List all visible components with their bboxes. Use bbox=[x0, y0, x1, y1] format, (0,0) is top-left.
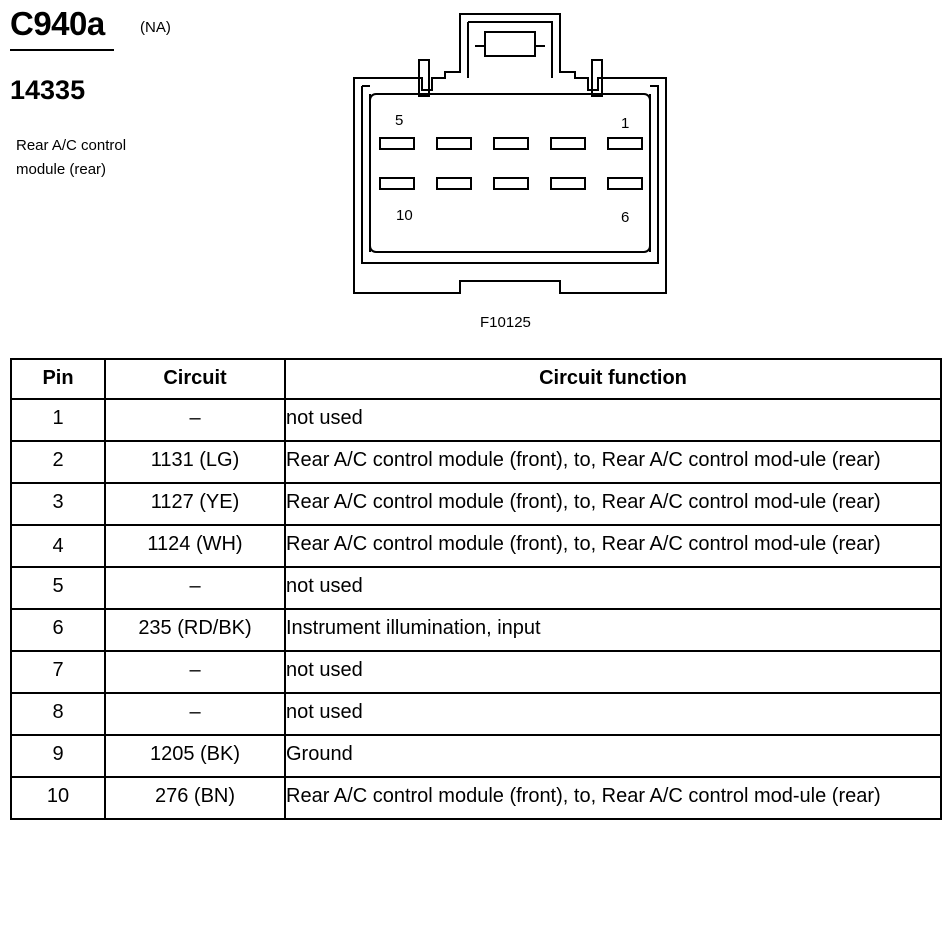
pin-cell: 4 bbox=[10, 524, 106, 568]
function-cell: Rear A/C control module (front), to, Rea… bbox=[284, 776, 942, 820]
connector-diagram: 5 1 10 6 bbox=[353, 13, 667, 294]
pin-cell: 9 bbox=[10, 734, 106, 778]
function-cell: not used bbox=[284, 566, 942, 610]
connector-id: C940a bbox=[10, 5, 105, 42]
table-row: 1 – not used bbox=[10, 398, 942, 442]
pin-label-top-right: 1 bbox=[621, 115, 629, 132]
pin-cell: 2 bbox=[10, 440, 106, 484]
pin-9-cavity bbox=[436, 177, 472, 190]
pin-label-bottom-right: 6 bbox=[621, 209, 629, 226]
pin-3-cavity bbox=[493, 137, 529, 150]
function-cell: Ground bbox=[284, 734, 942, 778]
figure-code: F10125 bbox=[480, 314, 531, 331]
circuit-cell: 276 (BN) bbox=[104, 776, 286, 820]
pin-label-top-left: 5 bbox=[395, 112, 403, 129]
table-row: 6 235 (RD/BK) Instrument illumination, i… bbox=[10, 608, 942, 652]
circuit-cell: – bbox=[104, 566, 286, 610]
function-cell: Rear A/C control module (front), to, Rea… bbox=[284, 482, 942, 526]
latch-clip bbox=[484, 31, 536, 57]
pin-5-cavity bbox=[379, 137, 415, 150]
table-row: 8 – not used bbox=[10, 692, 942, 736]
table-row: 4 1124 (WH) Rear A/C control module (fro… bbox=[10, 524, 942, 568]
pin-10-cavity bbox=[379, 177, 415, 190]
housing-inner-outline bbox=[361, 85, 659, 264]
connector-description: Rear A/C control module (rear) bbox=[16, 137, 127, 178]
connector-id-underline bbox=[10, 49, 114, 51]
pin-cell: 8 bbox=[10, 692, 106, 736]
function-cell: Rear A/C control module (front), to, Rea… bbox=[284, 524, 942, 568]
circuit-cell: 235 (RD/BK) bbox=[104, 608, 286, 652]
pin-cell: 6 bbox=[10, 608, 106, 652]
table-row: 9 1205 (BK) Ground bbox=[10, 734, 942, 778]
table-row: 3 1127 (YE) Rear A/C control module (fro… bbox=[10, 482, 942, 526]
function-cell: Rear A/C control module (front), to, Rea… bbox=[284, 440, 942, 484]
header-circuit: Circuit bbox=[104, 358, 286, 400]
pin-cell: 3 bbox=[10, 482, 106, 526]
function-cell: Instrument illumination, input bbox=[284, 608, 942, 652]
table-row: 5 – not used bbox=[10, 566, 942, 610]
circuit-cell: – bbox=[104, 650, 286, 694]
right-post bbox=[591, 59, 603, 97]
function-cell: not used bbox=[284, 650, 942, 694]
pin-4-cavity bbox=[436, 137, 472, 150]
circuit-cell: 1127 (YE) bbox=[104, 482, 286, 526]
region-label: (NA) bbox=[140, 19, 171, 36]
pin-6-cavity bbox=[607, 177, 643, 190]
pin-7-cavity bbox=[550, 177, 586, 190]
function-cell: not used bbox=[284, 692, 942, 736]
part-number: 14335 bbox=[10, 75, 86, 105]
pin-cell: 7 bbox=[10, 650, 106, 694]
pin-label-bottom-left: 10 bbox=[396, 207, 413, 224]
header-function: Circuit function bbox=[284, 358, 942, 400]
circuit-cell: 1131 (LG) bbox=[104, 440, 286, 484]
connector-housing bbox=[353, 13, 667, 294]
function-cell: not used bbox=[284, 398, 942, 442]
circuit-cell: 1124 (WH) bbox=[104, 524, 286, 568]
pin-8-cavity bbox=[493, 177, 529, 190]
pin-1-cavity bbox=[607, 137, 643, 150]
left-post bbox=[418, 59, 430, 97]
pin-cell: 5 bbox=[10, 566, 106, 610]
table-header-row: Pin Circuit Circuit function bbox=[10, 358, 942, 400]
circuit-cell: – bbox=[104, 398, 286, 442]
pin-cell: 1 bbox=[10, 398, 106, 442]
header-pin: Pin bbox=[10, 358, 106, 400]
circuit-cell: – bbox=[104, 692, 286, 736]
table-row: 10 276 (BN) Rear A/C control module (fro… bbox=[10, 776, 942, 820]
pin-face bbox=[369, 93, 651, 253]
pin-table: Pin Circuit Circuit function 1 – not use… bbox=[10, 358, 942, 820]
circuit-cell: 1205 (BK) bbox=[104, 734, 286, 778]
pin-cell: 10 bbox=[10, 776, 106, 820]
table-row: 7 – not used bbox=[10, 650, 942, 694]
pin-2-cavity bbox=[550, 137, 586, 150]
table-row: 2 1131 (LG) Rear A/C control module (fro… bbox=[10, 440, 942, 484]
